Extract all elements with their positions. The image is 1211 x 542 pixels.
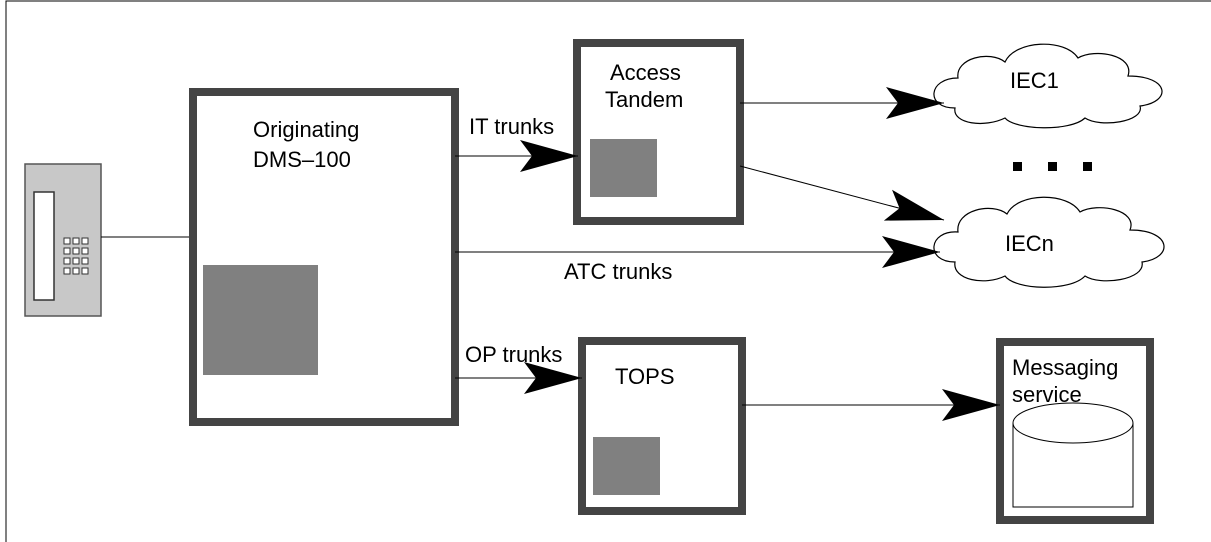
- messaging-service-node: Messaging service: [996, 338, 1154, 524]
- access-tandem-label-line1: Access: [610, 60, 681, 85]
- atc-trunks-label: ATC trunks: [564, 259, 672, 284]
- telephone-icon: [24, 163, 102, 317]
- it-trunks-label: IT trunks: [469, 114, 554, 139]
- tops-label: TOPS: [615, 364, 675, 389]
- originating-label-line2: DMS–100: [253, 147, 351, 172]
- access-tandem-label-line2: Tandem: [605, 87, 683, 112]
- database-cylinder-icon: [1012, 402, 1134, 508]
- originating-dms100-node: Originating DMS–100: [189, 88, 459, 426]
- page-frame: [5, 0, 1211, 542]
- tops-node: TOPS: [578, 337, 746, 515]
- tops-module-block: [593, 437, 660, 495]
- access-tandem-module-block: [590, 139, 657, 197]
- originating-label-line1: Originating: [253, 117, 359, 142]
- iecn-cloud: IECn: [933, 196, 1165, 288]
- tandem-to-iecn-arrow: [739, 165, 945, 221]
- access-tandem-node: Access Tandem: [573, 39, 744, 225]
- messaging-label-line2: service: [1012, 382, 1082, 407]
- more-iec-ellipsis: [1013, 162, 1092, 171]
- op-trunks-label: OP trunks: [465, 342, 562, 367]
- iecn-label: IECn: [1005, 231, 1054, 256]
- iec1-label: IEC1: [1010, 68, 1059, 93]
- iec1-cloud: IEC1: [933, 43, 1163, 129]
- messaging-label-line1: Messaging: [1012, 355, 1118, 380]
- originating-module-block: [203, 265, 318, 375]
